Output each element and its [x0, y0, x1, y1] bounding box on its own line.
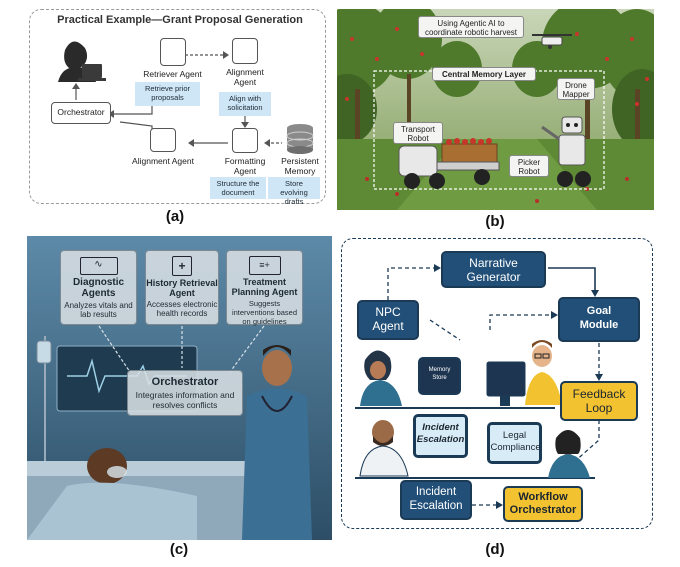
- diagnostic-agents-box: ∿ Diagnostic Agents Analyzes vitals and …: [60, 250, 137, 325]
- feedback-loop-label: Feedback Loop: [572, 387, 626, 416]
- orchestrator-c-box: Orchestrator Integrates information and …: [127, 370, 243, 416]
- man-with-glasses-icon: [525, 340, 562, 405]
- caption-c: (c): [169, 541, 189, 558]
- formatting-icon-box: [232, 128, 258, 153]
- retriever-note: Retrieve prior proposals: [135, 82, 200, 106]
- panel-b-orchard-image: [337, 9, 654, 210]
- drone-icon: [532, 34, 572, 49]
- picker-robot-icon: [541, 116, 591, 187]
- alignment-bottom-icon-box: [150, 128, 176, 152]
- orchestrator-label: Orchestrator: [57, 107, 105, 117]
- npc-agent-box: NPC Agent: [357, 300, 419, 340]
- treatment-planning-desc: Suggests interventions based on guidelin…: [231, 299, 298, 326]
- memory-note: Store evolving drafts: [268, 177, 320, 206]
- goal-module-box: Goal Module: [558, 297, 640, 342]
- history-retrieval-desc: Accesses electronic health records: [146, 300, 218, 318]
- alignment-note: Align with solicitation: [219, 92, 271, 116]
- narrative-generator-label: Narrative Generator: [466, 256, 521, 285]
- goal-module-label: Goal Module: [579, 305, 619, 331]
- legal-compliance-label: Legal Compliance: [490, 430, 541, 454]
- memory-store-label: Memory Store: [428, 367, 451, 381]
- formatting-agent-label: Formatting Agent: [224, 156, 266, 176]
- diagnostic-agents-title: Diagnostic Agents: [72, 277, 125, 299]
- workflow-orchestrator-box: Workflow Orchestrator: [503, 486, 583, 522]
- orchestrator-c-desc: Integrates information and resolves conf…: [135, 390, 235, 410]
- incident-escalation-screen: Incident Escalation: [413, 414, 468, 458]
- retriever-icon-box: [160, 38, 186, 66]
- caption-b: (b): [485, 213, 505, 230]
- orchestrator-box: [51, 102, 111, 124]
- panel-d: [341, 238, 653, 529]
- memory-store-screen: Memory Store: [418, 357, 461, 395]
- formatting-note: Structure the document: [210, 177, 266, 199]
- legal-compliance-screen: Legal Compliance: [487, 422, 542, 464]
- treatment-planning-title: Treatment Planning Agent: [231, 277, 298, 297]
- doctor-figure-icon: [242, 345, 312, 540]
- retriever-agent-label: Retriever Agent: [143, 69, 202, 79]
- medical-clipboard-icon: +: [172, 256, 192, 276]
- woman-with-headset-icon: [548, 430, 590, 478]
- user-at-laptop-icon: [58, 41, 106, 82]
- feedback-loop-box: Feedback Loop: [560, 381, 638, 421]
- history-retrieval-box: + History Retrieval Agent Accesses elect…: [145, 250, 219, 325]
- database-icon: [286, 124, 314, 154]
- npc-agent-label: NPC Agent: [372, 305, 404, 334]
- central-memory-layer-label: Central Memory Layer: [432, 67, 536, 81]
- incident-escalation-box: Incident Escalation: [400, 480, 472, 520]
- alignment-agent-bottom-label: Alignment Agent: [132, 156, 194, 166]
- transport-robot-icon: [398, 138, 500, 189]
- panel-a: [29, 9, 326, 204]
- drone-mapper-label: Drone Mapper: [557, 78, 595, 100]
- diagnostic-agents-desc: Analyzes vitals and lab results: [64, 301, 133, 319]
- alignment-icon-box: [232, 38, 258, 64]
- transport-robot-label: Transport Robot: [393, 122, 443, 144]
- caption-d: (d): [485, 541, 505, 558]
- harvest-banner: Using Agentic AI to coordinate robotic h…: [418, 16, 524, 38]
- heart-monitor-icon: ∿: [79, 257, 118, 275]
- orchestrator-c-title: Orchestrator: [151, 376, 219, 388]
- persistent-memory-label: Persistent Memory: [281, 156, 319, 176]
- caption-a: (a): [165, 208, 185, 225]
- incident-escalation-label: Incident Escalation: [409, 486, 463, 513]
- panel-a-title: Practical Example—Grant Proposal Generat…: [57, 14, 303, 26]
- treatment-planning-box: ≡+ Treatment Planning Agent Suggests int…: [226, 250, 303, 326]
- incident-escalation-screen-label: Incident Escalation: [416, 422, 465, 446]
- bearded-man-icon: [359, 420, 409, 477]
- treatment-screen-icon: ≡+: [248, 256, 281, 275]
- history-retrieval-title: History Retrieval Agent: [146, 278, 218, 298]
- workflow-orchestrator-label: Workflow Orchestrator: [509, 491, 577, 517]
- alignment-agent-top-label: Alignment Agent: [226, 67, 264, 87]
- woman-at-desk-icon: [360, 350, 402, 406]
- narrative-generator-box: Narrative Generator: [441, 251, 546, 288]
- picker-robot-label: Picker Robot: [509, 155, 549, 177]
